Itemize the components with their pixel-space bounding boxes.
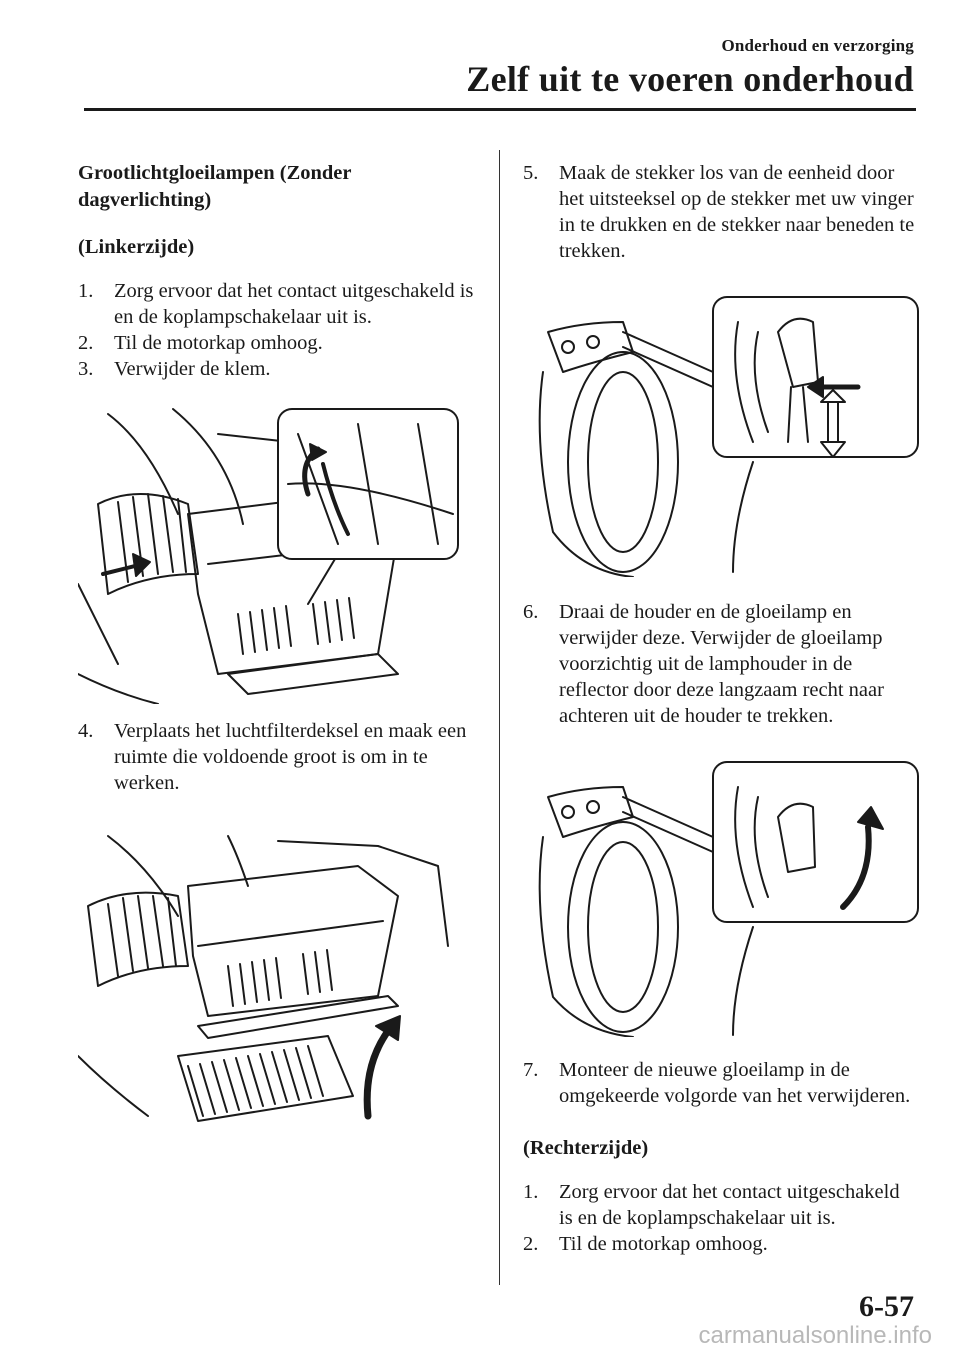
step-number: 3. — [78, 358, 94, 380]
step-item: 5. Maak de stekker los van de eenheid do… — [523, 160, 918, 264]
step-item: 6. Draai de houder en de gloeilamp en ve… — [523, 599, 918, 729]
step-number: 5. — [523, 162, 539, 184]
header-rule — [84, 108, 916, 111]
watermark: carmanualsonline.info — [698, 1322, 932, 1349]
subheading-left-side: (Linkerzijde) — [78, 236, 195, 258]
arrow-icon — [132, 553, 151, 577]
lift-arrow-icon — [375, 1015, 401, 1041]
page-number: 6-57 — [859, 1290, 914, 1323]
step-number: 2. — [523, 1233, 539, 1255]
connector-disconnect-illustration — [538, 296, 919, 577]
push-arrow-icon — [807, 376, 824, 398]
step-number: 7. — [523, 1059, 539, 1081]
rotate-bulb-illustration — [538, 761, 919, 1037]
bulb-connector — [777, 317, 819, 388]
page-title: Zelf uit te voeren onderhoud — [466, 59, 914, 99]
rotate-arrow-icon — [857, 806, 884, 830]
air-filter-cover — [187, 865, 399, 1017]
section-header: Onderhoud en verzorging — [721, 36, 914, 55]
step-number: 4. — [78, 720, 94, 742]
step-item: 2. Til de motorkap omhoog. — [78, 330, 488, 356]
left-column: Grootlichtgloeilampen (Zonder dagverlich… — [78, 160, 488, 1126]
step-text: Zorg ervoor dat het contact uitgeschakel… — [559, 1181, 900, 1229]
down-arrow-icon — [820, 401, 846, 458]
step-text: Til de motorkap omhoog. — [114, 332, 323, 354]
filter-cover-illustration — [78, 835, 449, 1122]
filter-element — [177, 1035, 354, 1122]
bulb-holder — [777, 802, 816, 873]
step-number: 1. — [523, 1181, 539, 1203]
step-text: Verplaats het luchtfilterdeksel en maak … — [114, 720, 467, 794]
step-text: Maak de stekker los van de eenheid door … — [559, 162, 915, 262]
air-hose — [97, 493, 199, 595]
step-text: Verwijder de klem. — [114, 358, 271, 380]
rotate-arrow-icon — [309, 443, 327, 461]
clip-removal-illustration — [78, 408, 459, 704]
callout-inset — [712, 761, 919, 923]
step-number: 2. — [78, 332, 94, 354]
subheading-right-side: (Rechterzijde) — [523, 1137, 649, 1159]
step-text: Zorg ervoor dat het contact uitgeschakel… — [114, 280, 474, 328]
step-number: 1. — [78, 280, 94, 302]
section-heading: Grootlichtgloeilampen (Zonder dagverlich… — [78, 162, 352, 211]
step-text: Monteer de nieuwe gloeilamp in de omgeke… — [559, 1059, 911, 1107]
callout-inset — [712, 296, 919, 458]
step-number: 6. — [523, 601, 539, 623]
front-wheel — [567, 351, 679, 573]
step-item: 1. Zorg ervoor dat het contact uitgescha… — [78, 278, 488, 330]
step-item: 2. Til de motorkap omhoog. — [523, 1231, 918, 1257]
step-text: Draai de houder en de gloeilamp en verwi… — [559, 601, 884, 727]
right-column: 5. Maak de stekker los van de eenheid do… — [523, 160, 919, 1257]
air-hose — [87, 891, 189, 987]
column-divider — [499, 150, 500, 1285]
step-item: 3. Verwijder de klem. — [78, 356, 488, 382]
step-item: 7. Monteer de nieuwe gloeilamp in de omg… — [523, 1057, 918, 1109]
engine-outline — [107, 413, 179, 515]
step-item: 1. Zorg ervoor dat het contact uitgescha… — [523, 1179, 918, 1231]
step-text: Til de motorkap omhoog. — [559, 1233, 768, 1255]
front-wheel — [567, 821, 679, 1033]
step-item: 4. Verplaats het luchtfilterdeksel en ma… — [78, 718, 488, 796]
